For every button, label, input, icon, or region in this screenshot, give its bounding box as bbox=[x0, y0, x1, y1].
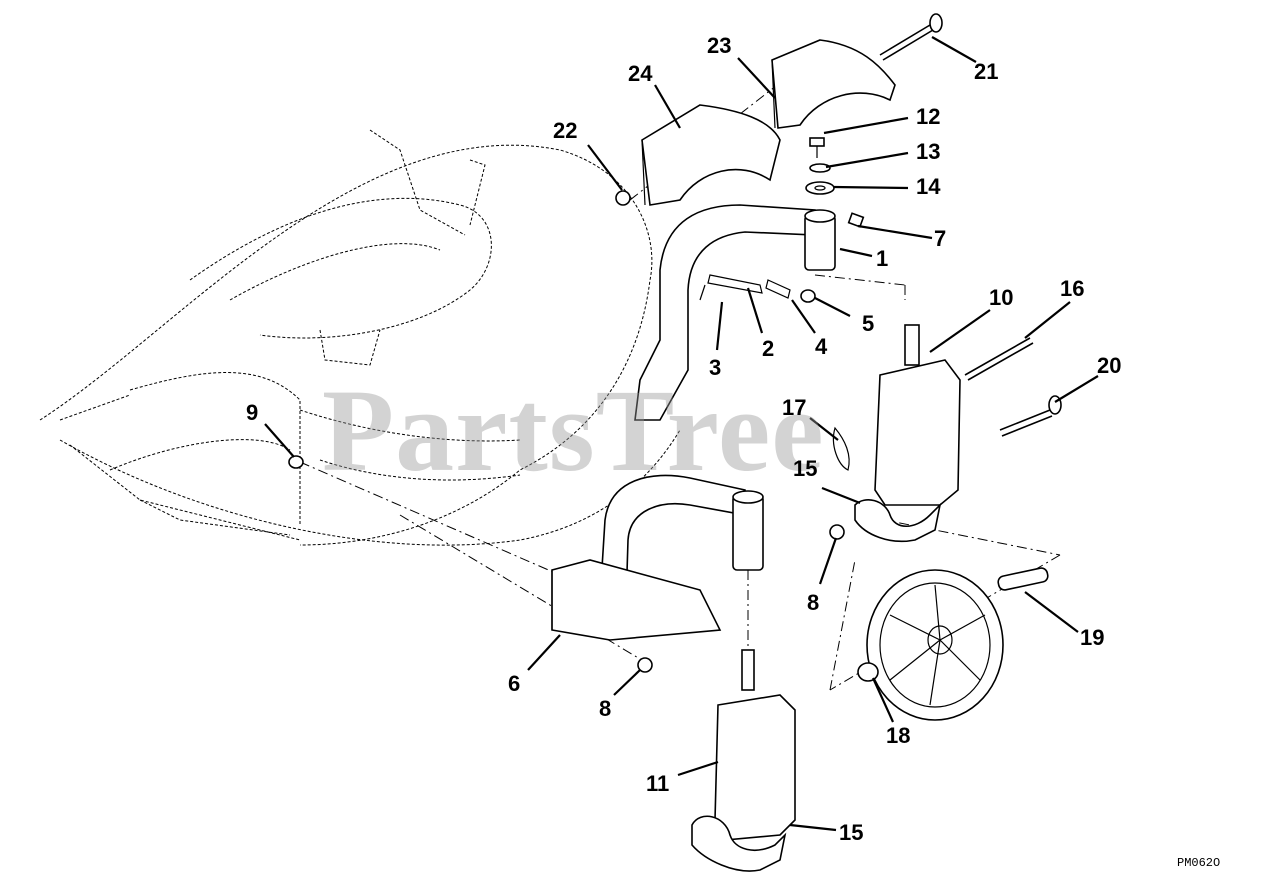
watermark: PartsTree bbox=[322, 365, 825, 496]
callout-9: 9 bbox=[246, 400, 259, 425]
drawing-id: PM062O bbox=[1177, 856, 1221, 870]
wheel bbox=[857, 567, 1049, 721]
callout-5: 5 bbox=[862, 311, 875, 336]
callout-2: 2 bbox=[762, 336, 775, 361]
upper-height-adjuster bbox=[854, 324, 961, 543]
callout-23: 23 bbox=[707, 33, 732, 58]
lower-handle-arm bbox=[551, 474, 764, 641]
callout-4: 4 bbox=[815, 334, 828, 359]
lower-height-adjuster bbox=[691, 649, 796, 872]
callout-13: 13 bbox=[916, 139, 941, 164]
leader-lines bbox=[264, 36, 1099, 832]
callout-7: 7 bbox=[934, 226, 947, 251]
callout-22: 22 bbox=[553, 118, 578, 143]
nuts bbox=[288, 190, 845, 673]
callout-8-upper: 8 bbox=[807, 590, 820, 615]
hardware-small bbox=[699, 137, 865, 303]
callout-6: 6 bbox=[508, 671, 521, 696]
bracket-plate-24 bbox=[641, 104, 781, 206]
callout-24: 24 bbox=[628, 61, 653, 86]
callout-17: 17 bbox=[782, 395, 807, 420]
callout-19: 19 bbox=[1080, 625, 1105, 650]
callout-1: 1 bbox=[876, 246, 889, 271]
callout-15-upper: 15 bbox=[793, 456, 818, 481]
callout-15-lower: 15 bbox=[839, 820, 864, 845]
callout-21: 21 bbox=[974, 59, 999, 84]
callout-10: 10 bbox=[989, 285, 1014, 310]
callout-20: 20 bbox=[1097, 353, 1122, 378]
callout-11: 11 bbox=[646, 771, 670, 796]
callout-3: 3 bbox=[709, 355, 722, 380]
upper-handle-arm bbox=[634, 204, 836, 421]
bolts bbox=[832, 13, 1062, 471]
callout-18: 18 bbox=[886, 723, 911, 748]
bracket-plate-23 bbox=[771, 39, 896, 129]
callout-14: 14 bbox=[916, 174, 941, 199]
callout-16: 16 bbox=[1060, 276, 1085, 301]
callout-12: 12 bbox=[916, 104, 941, 129]
callout-8-lower: 8 bbox=[599, 696, 612, 721]
